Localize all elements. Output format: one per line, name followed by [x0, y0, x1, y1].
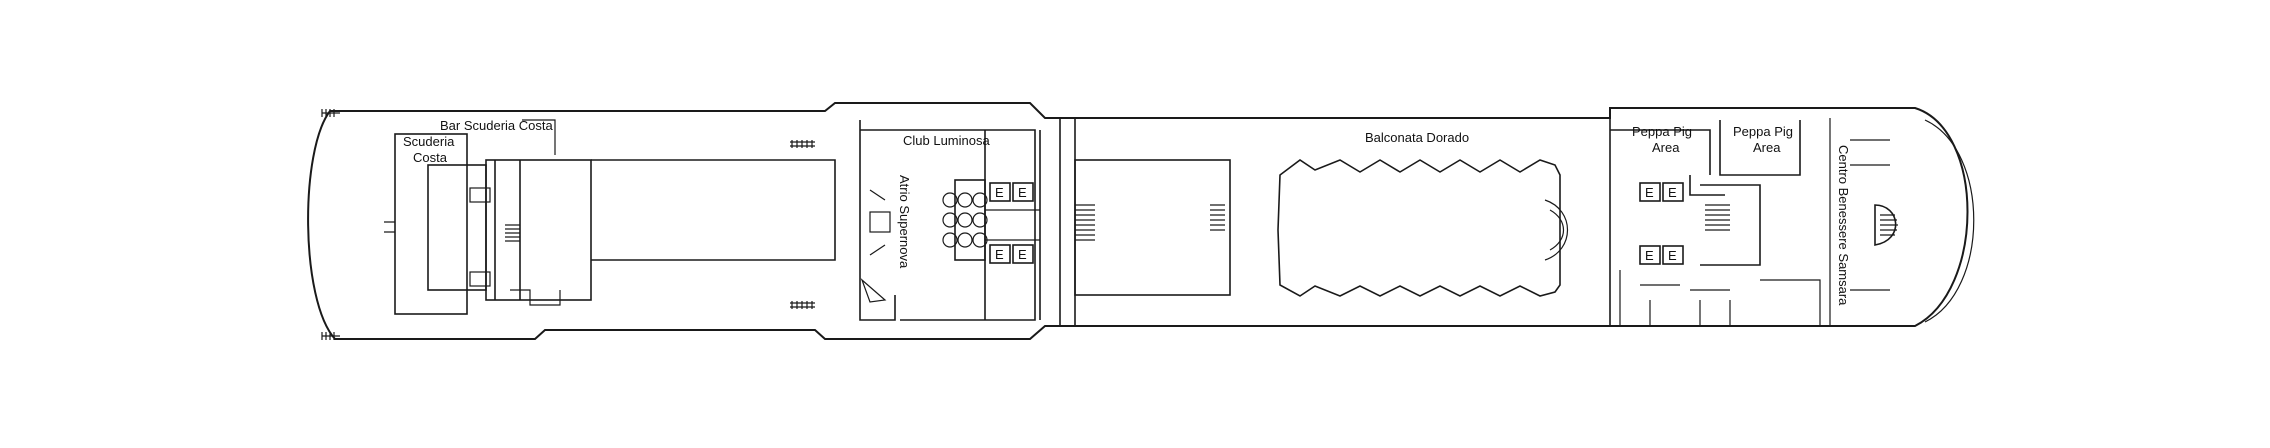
label-scuderia-line1: Scuderia: [403, 134, 455, 149]
elevator-label: E: [995, 185, 1004, 200]
elevator-label: E: [1668, 185, 1677, 200]
elevator-label: E: [995, 247, 1004, 262]
elevator-bank-forward: E E E E: [985, 182, 1040, 264]
balconata-dorado-zone: [1277, 159, 1568, 297]
club-tables: [942, 192, 988, 248]
label-bar-scuderia-costa: Bar Scuderia Costa: [440, 118, 553, 133]
club-luminosa-zone: [859, 120, 1041, 321]
spa-kids-zone: E E E E: [1609, 118, 1975, 326]
elevator-label: E: [1645, 185, 1654, 200]
label-atrio-supernova: Atrio Supernova: [897, 175, 912, 269]
bar-scuderia-zone: [384, 119, 592, 315]
deck-labels: Bar Scuderia Costa Scuderia Costa Club L…: [403, 118, 1851, 306]
elevator-label: E: [1668, 248, 1677, 263]
elevator-label: E: [1018, 247, 1027, 262]
label-peppa-pig-area-1-line1: Peppa Pig: [1632, 124, 1692, 139]
hull-outline: [307, 102, 1969, 340]
elevator-label: E: [1645, 248, 1654, 263]
label-peppa-pig-area-2-line1: Peppa Pig: [1733, 124, 1793, 139]
label-balconata-dorado: Balconata Dorado: [1365, 130, 1469, 145]
promenade-area: [591, 140, 836, 309]
stern-fenders: [321, 109, 340, 340]
center-stairwell: [1059, 118, 1231, 326]
label-peppa-pig-area-2-line2: Area: [1753, 140, 1781, 155]
elevator-label: E: [1018, 185, 1027, 200]
label-scuderia-line2: Costa: [413, 150, 448, 165]
label-peppa-pig-area-1-line2: Area: [1652, 140, 1680, 155]
label-club-luminosa: Club Luminosa: [903, 133, 990, 148]
label-centro-benessere-samsara: Centro Benessere Samsara: [1836, 145, 1851, 306]
